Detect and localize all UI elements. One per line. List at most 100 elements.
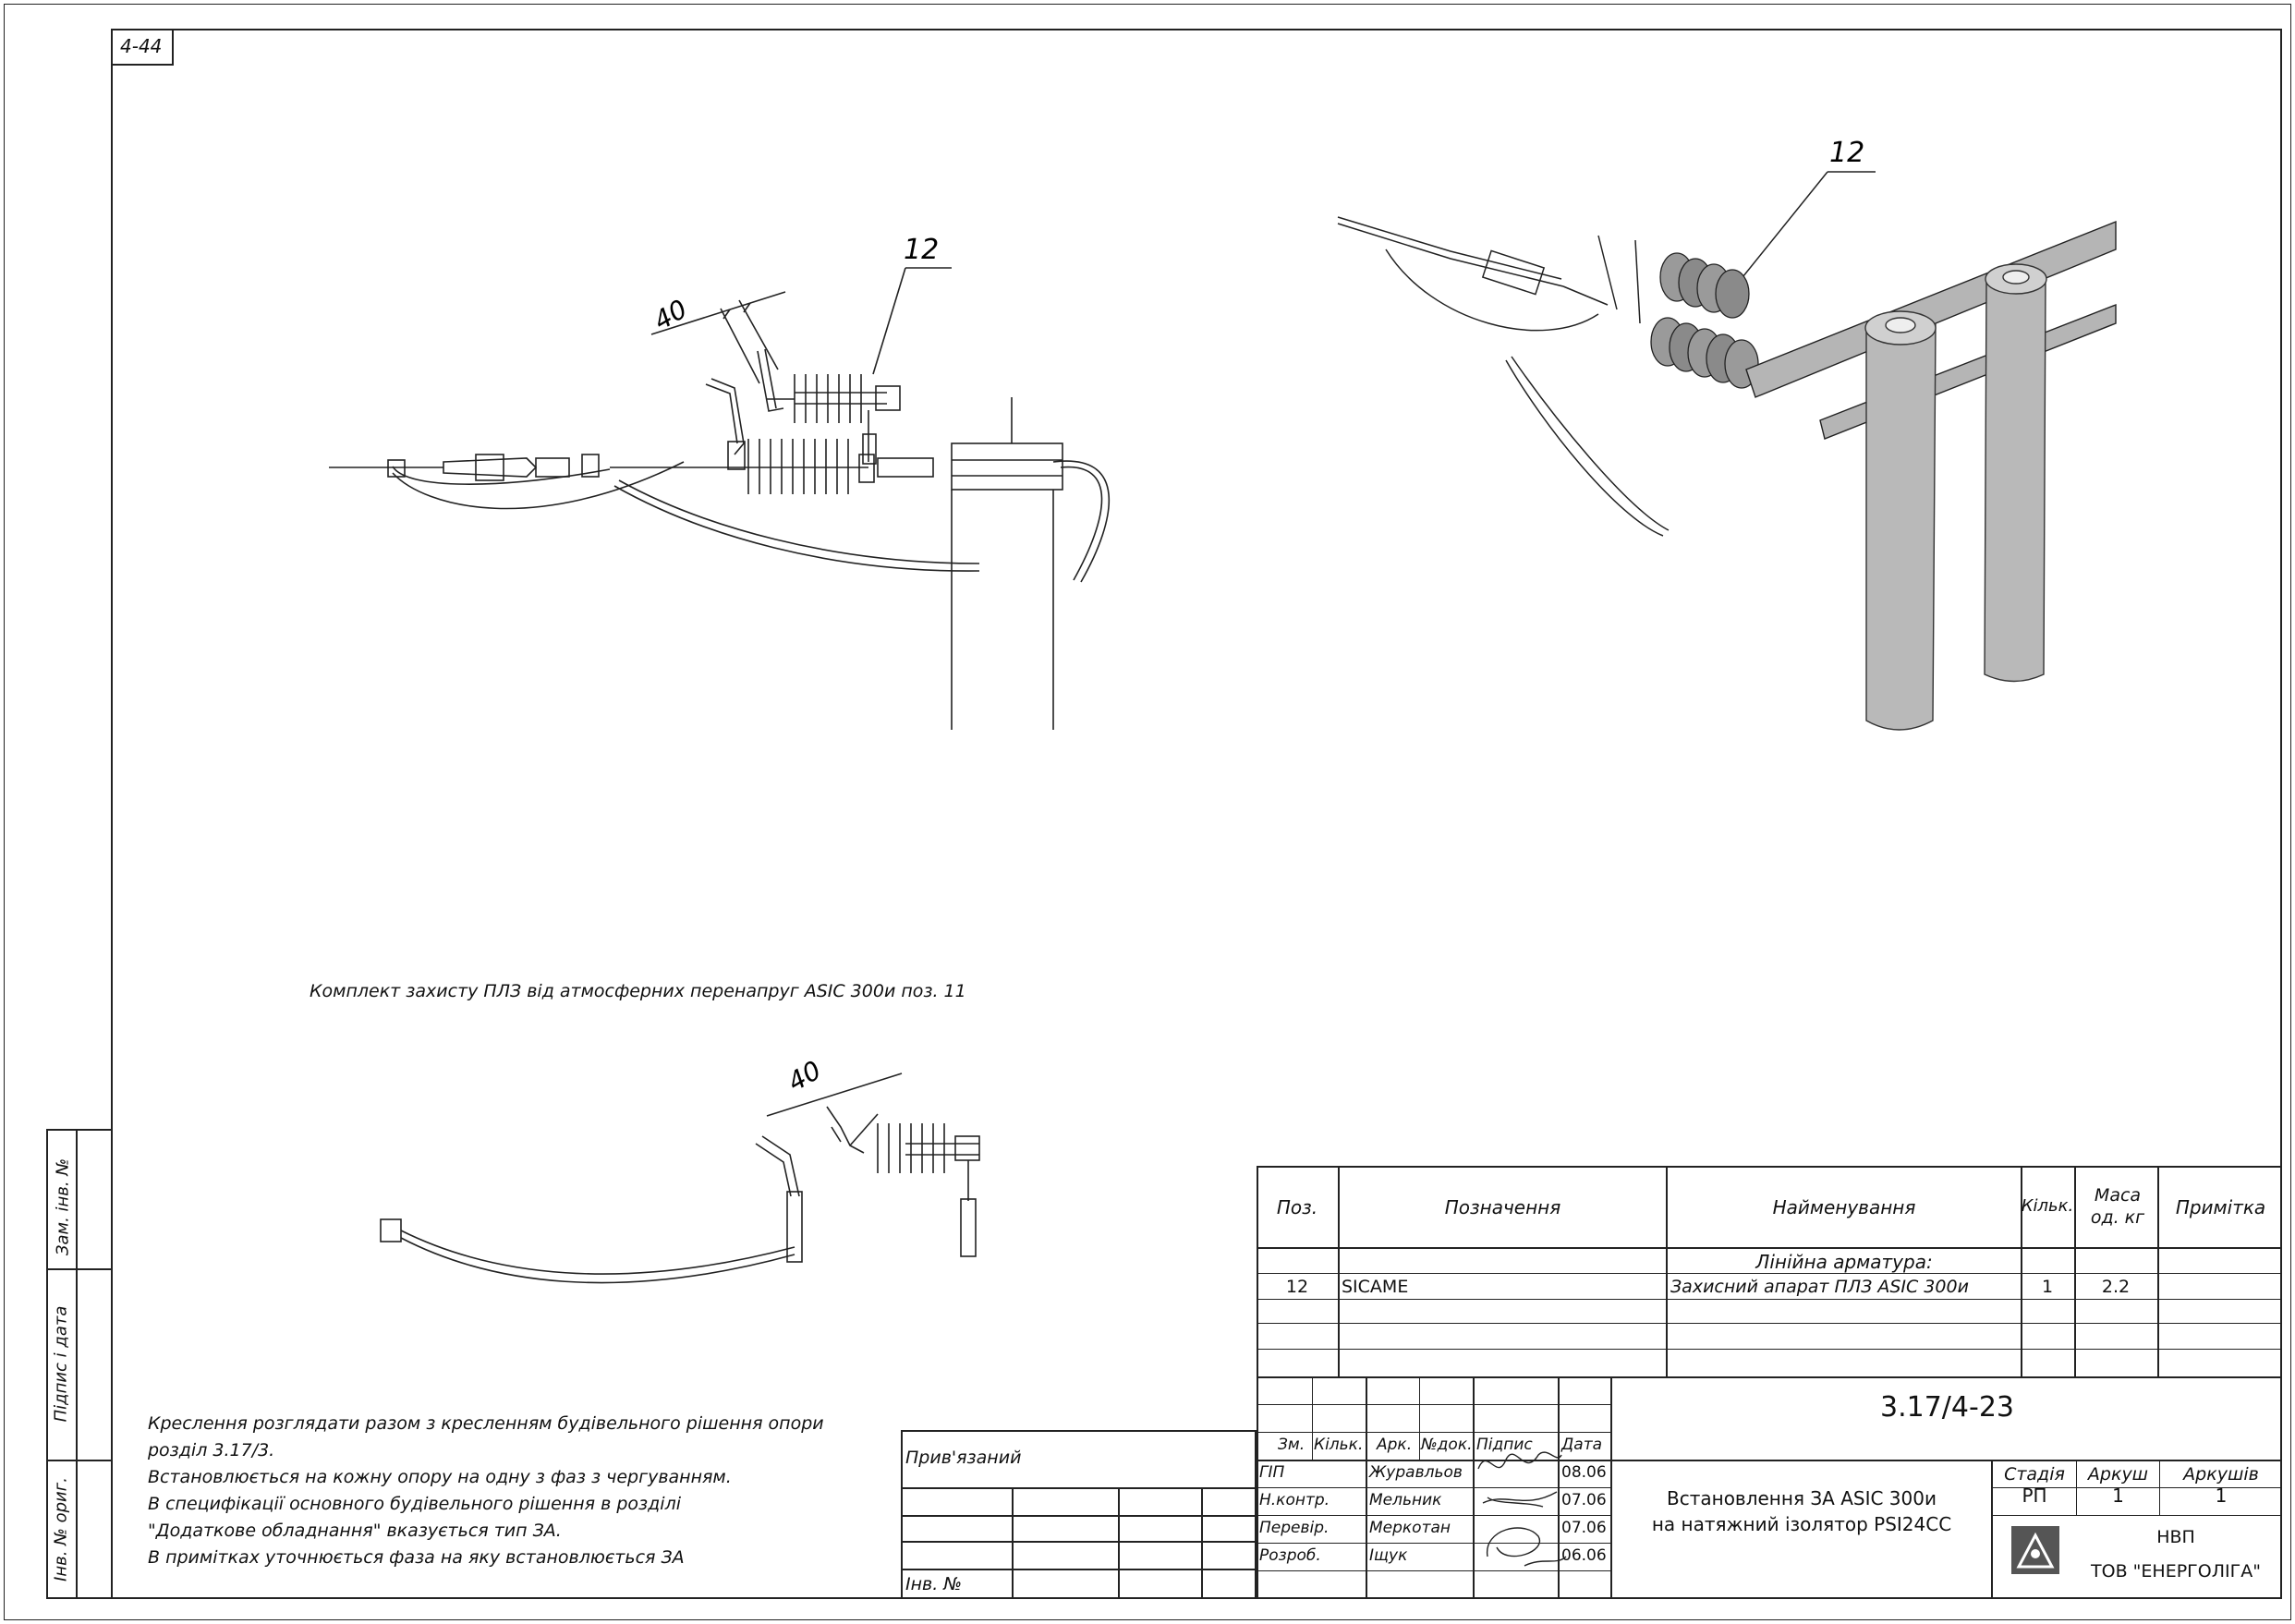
- arrester-sheds: [794, 374, 862, 423]
- tb-person: Меркотан: [1369, 1519, 1451, 1537]
- dimension-top: 40: [649, 294, 692, 336]
- spec-row-line: [1257, 1273, 2282, 1274]
- spec-row-mass: 2.2: [2101, 1277, 2131, 1297]
- tb-date: 08.06: [1561, 1463, 1607, 1482]
- spec-header-pos: Поз.: [1276, 1196, 1318, 1218]
- spec-row-line: [1257, 1323, 2282, 1324]
- tb-person: Журавльов: [1369, 1463, 1463, 1482]
- tb-sheet: 1: [2112, 1485, 2124, 1507]
- kit-drawing: 40: [380, 1055, 980, 1284]
- tb-row-line: [1257, 1432, 1611, 1433]
- tb-role: ГІП: [1259, 1463, 1285, 1482]
- drawing-title-line2: на натяжний ізолятор PSI24CC: [1651, 1513, 1952, 1535]
- tb-sheets: 1: [2215, 1485, 2228, 1507]
- spec-header-name: Найменування: [1772, 1196, 1916, 1218]
- note-line: В специфікації основного будівельного рі…: [148, 1494, 681, 1514]
- spec-row-line: [1257, 1349, 2282, 1350]
- spec-header-note: Примітка: [2175, 1196, 2266, 1218]
- note-line: Встановлюється на кожну опору на одну з …: [148, 1467, 732, 1487]
- drawing-title-line1: Встановлення ЗА ASIC 300и: [1667, 1487, 1937, 1509]
- kit-arrester-sheds: [877, 1123, 945, 1173]
- tb-role: Перевір.: [1259, 1519, 1330, 1537]
- spec-header-designation: Позначення: [1444, 1196, 1561, 1218]
- attached-inv: Інв. №: [905, 1574, 963, 1594]
- tb-col-data: Дата: [1561, 1436, 1603, 1454]
- label-pidpys: Підпис і дата: [51, 1305, 71, 1423]
- tb-col-line: [1610, 1376, 1612, 1599]
- tb-col-kilk: Кільк.: [1314, 1436, 1364, 1454]
- tb-person: Іщук: [1369, 1546, 1408, 1565]
- tb-stage: РП: [2022, 1485, 2047, 1507]
- attached-col-line: [1118, 1487, 1120, 1599]
- tb-col-ndok: №док.: [1421, 1436, 1473, 1454]
- spec-col-line: [1338, 1166, 1340, 1378]
- note-line: розділ 3.17/3.: [148, 1440, 275, 1460]
- tb-col-zm: Зм.: [1278, 1436, 1305, 1454]
- kit-caption: Комплект захисту ПЛЗ від атмосферних пер…: [310, 981, 966, 1001]
- tb-col-line: [1419, 1376, 1420, 1460]
- attached-block: [901, 1430, 1257, 1599]
- attached-row-line: [901, 1487, 1257, 1489]
- outer-border: [4, 4, 2291, 1620]
- spec-row-line: [1257, 1247, 2282, 1249]
- tb-col-pidpys: Підпис: [1476, 1436, 1533, 1454]
- spec-row-pos: 12: [1285, 1277, 1309, 1297]
- spec-row-line: [1257, 1299, 2282, 1300]
- tb-col-line: [1312, 1376, 1313, 1460]
- tb-row-line: [1257, 1515, 1611, 1516]
- tb-role: Н.контр.: [1259, 1491, 1330, 1509]
- tb-col-line: [2159, 1461, 2160, 1515]
- signatures: [1477, 1451, 1567, 1567]
- insulator-sheds: [747, 439, 849, 494]
- spec-header-qty: Кільк.: [2021, 1196, 2074, 1216]
- org-line1: НВП: [2156, 1527, 2195, 1547]
- tb-row-line: [1257, 1570, 1611, 1571]
- spec-col-line: [2021, 1166, 2022, 1378]
- attached-col-line: [1201, 1487, 1203, 1599]
- tb-sheet-label: Аркуш: [2087, 1464, 2149, 1485]
- tb-sheets-label: Аркушів: [2183, 1464, 2259, 1485]
- sheet-code: 4-44: [120, 35, 163, 57]
- tb-date: 06.06: [1561, 1546, 1607, 1565]
- side-view-drawing: 12 40: [329, 234, 1111, 730]
- note-line: Креслення розглядати разом з кресленням …: [148, 1413, 824, 1434]
- org-line2: ТОВ "ЕНЕРГОЛІГА": [2091, 1561, 2261, 1582]
- tb-row-line: [1991, 1487, 2282, 1488]
- doc-code: 3.17/4-23: [1880, 1391, 2014, 1424]
- tb-col-ark: Арк.: [1377, 1436, 1413, 1454]
- tb-person: Мельник: [1369, 1491, 1442, 1509]
- callout-label-top-right: 12: [1829, 137, 1864, 169]
- label-inv-orig: Інв. № ориг.: [51, 1477, 71, 1582]
- attached-title: Прив'язаний: [905, 1448, 1022, 1468]
- label-zam-inv: Зам. інв. №: [53, 1157, 73, 1256]
- side-stamp: [46, 1129, 113, 1599]
- spec-row-qty: 1: [2041, 1277, 2054, 1297]
- note-line: "Додаткове обладнання" вказується тип ЗА…: [148, 1521, 562, 1541]
- callout-label-top-left: 12: [904, 234, 939, 266]
- tb-row-line: [1257, 1543, 1611, 1544]
- isometric-view-drawing: 12: [1337, 137, 2117, 731]
- dimension-bottom: 40: [783, 1055, 826, 1097]
- tb-row-line: [1257, 1487, 1611, 1488]
- side-stamp-divider-1: [46, 1268, 113, 1270]
- tb-date: 07.06: [1561, 1519, 1607, 1537]
- tb-role: Розроб.: [1259, 1546, 1321, 1565]
- tb-stage-label: Стадія: [2004, 1464, 2065, 1485]
- spec-row-designation: SICAME: [1342, 1277, 1409, 1297]
- spec-header-mass: Маса од. кг: [2090, 1185, 2145, 1228]
- tb-row-line: [1257, 1460, 2282, 1461]
- spec-col-line: [2074, 1166, 2076, 1378]
- spec-col-line: [1666, 1166, 1668, 1378]
- attached-row-line: [901, 1569, 1257, 1570]
- attached-row-line: [901, 1515, 1257, 1517]
- attached-col-line: [1012, 1487, 1014, 1599]
- spec-row-name: Захисний апарат ПЛЗ ASIC 300и: [1670, 1277, 1969, 1297]
- tb-row-line: [1991, 1515, 2282, 1516]
- sheet-code-box: [111, 29, 174, 66]
- notes-block: Креслення розглядати разом з кресленням …: [148, 1411, 824, 1571]
- side-stamp-divider-2: [46, 1460, 113, 1461]
- tb-col-line: [2076, 1461, 2077, 1515]
- spec-col-line: [2157, 1166, 2159, 1378]
- side-stamp-divider-v: [76, 1129, 78, 1599]
- company-logo-icon: [2011, 1526, 2059, 1574]
